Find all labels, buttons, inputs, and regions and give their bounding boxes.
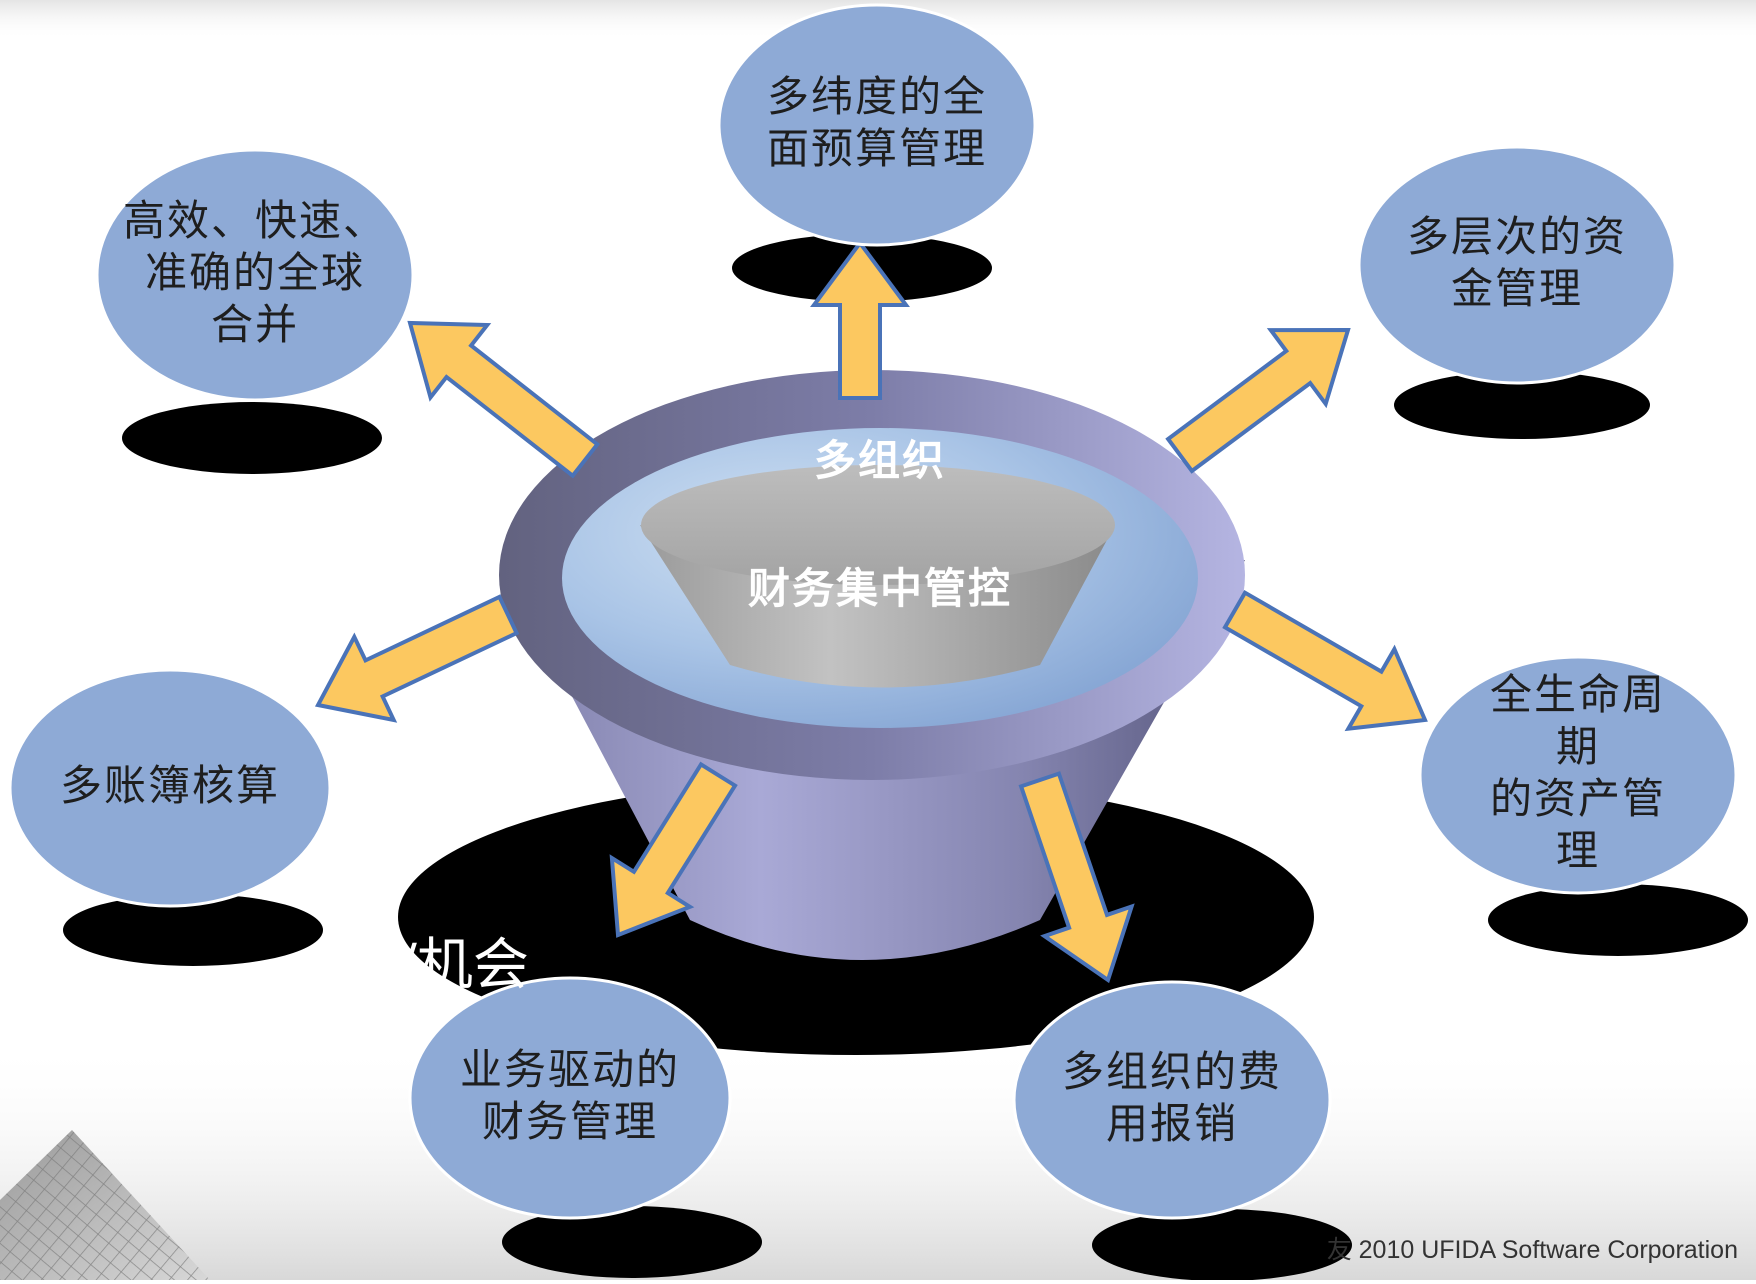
expense-shadow [1092, 1209, 1352, 1281]
bottom-fade [0, 1040, 1756, 1280]
node-layer [8, 3, 1738, 1220]
funds-label: 多层次的资 金管理 [1406, 212, 1628, 313]
asset-bubble [1418, 655, 1738, 895]
pyramid-grid [0, 1130, 210, 1280]
consolidation-label: 高效、快速、 准确的全球 合并 [122, 196, 388, 349]
budget-bubble [717, 3, 1037, 247]
fragment-text: /机会 [398, 933, 529, 998]
funds-shadow [1394, 371, 1650, 439]
expense-label: 多组织的费 用报销 [1061, 1047, 1283, 1148]
hub-inner-top [641, 465, 1115, 585]
funds-arrow [1165, 327, 1351, 474]
hub-label: 多组织 财务集中管控 [748, 365, 1012, 685]
business-label: 业务驱动的 财务管理 [459, 1045, 681, 1146]
business-bubble [408, 976, 732, 1220]
arrow-layer [314, 239, 1428, 984]
business-shadow [502, 1206, 762, 1278]
asset-shadow [1488, 884, 1748, 956]
ledger-bubble [8, 668, 332, 908]
consolidation-arrow [407, 320, 601, 479]
expense-bubble [1012, 980, 1332, 1220]
ledger-arrow [314, 594, 520, 723]
footer-copyright: 友 2010 UFIDA Software Corporation [1326, 1236, 1738, 1264]
asset-arrow [1222, 589, 1428, 732]
consolidation-bubble [95, 148, 415, 402]
ledger-shadow [63, 894, 323, 966]
hub-label-line-2: 财务集中管控 [747, 564, 1013, 613]
expense-arrow [1018, 771, 1135, 984]
consolidation-shadow [122, 402, 382, 474]
business-arrow [609, 761, 738, 938]
funds-bubble [1357, 145, 1677, 385]
budget-label: 多纬度的全 面预算管理 [766, 72, 988, 173]
hub-label-line-1: 多组织 [813, 436, 947, 485]
budget-arrow [810, 239, 910, 400]
ledger-label: 多账簿核算 [59, 761, 281, 810]
asset-label: 全生命周期 的资产管理 [1489, 670, 1666, 875]
